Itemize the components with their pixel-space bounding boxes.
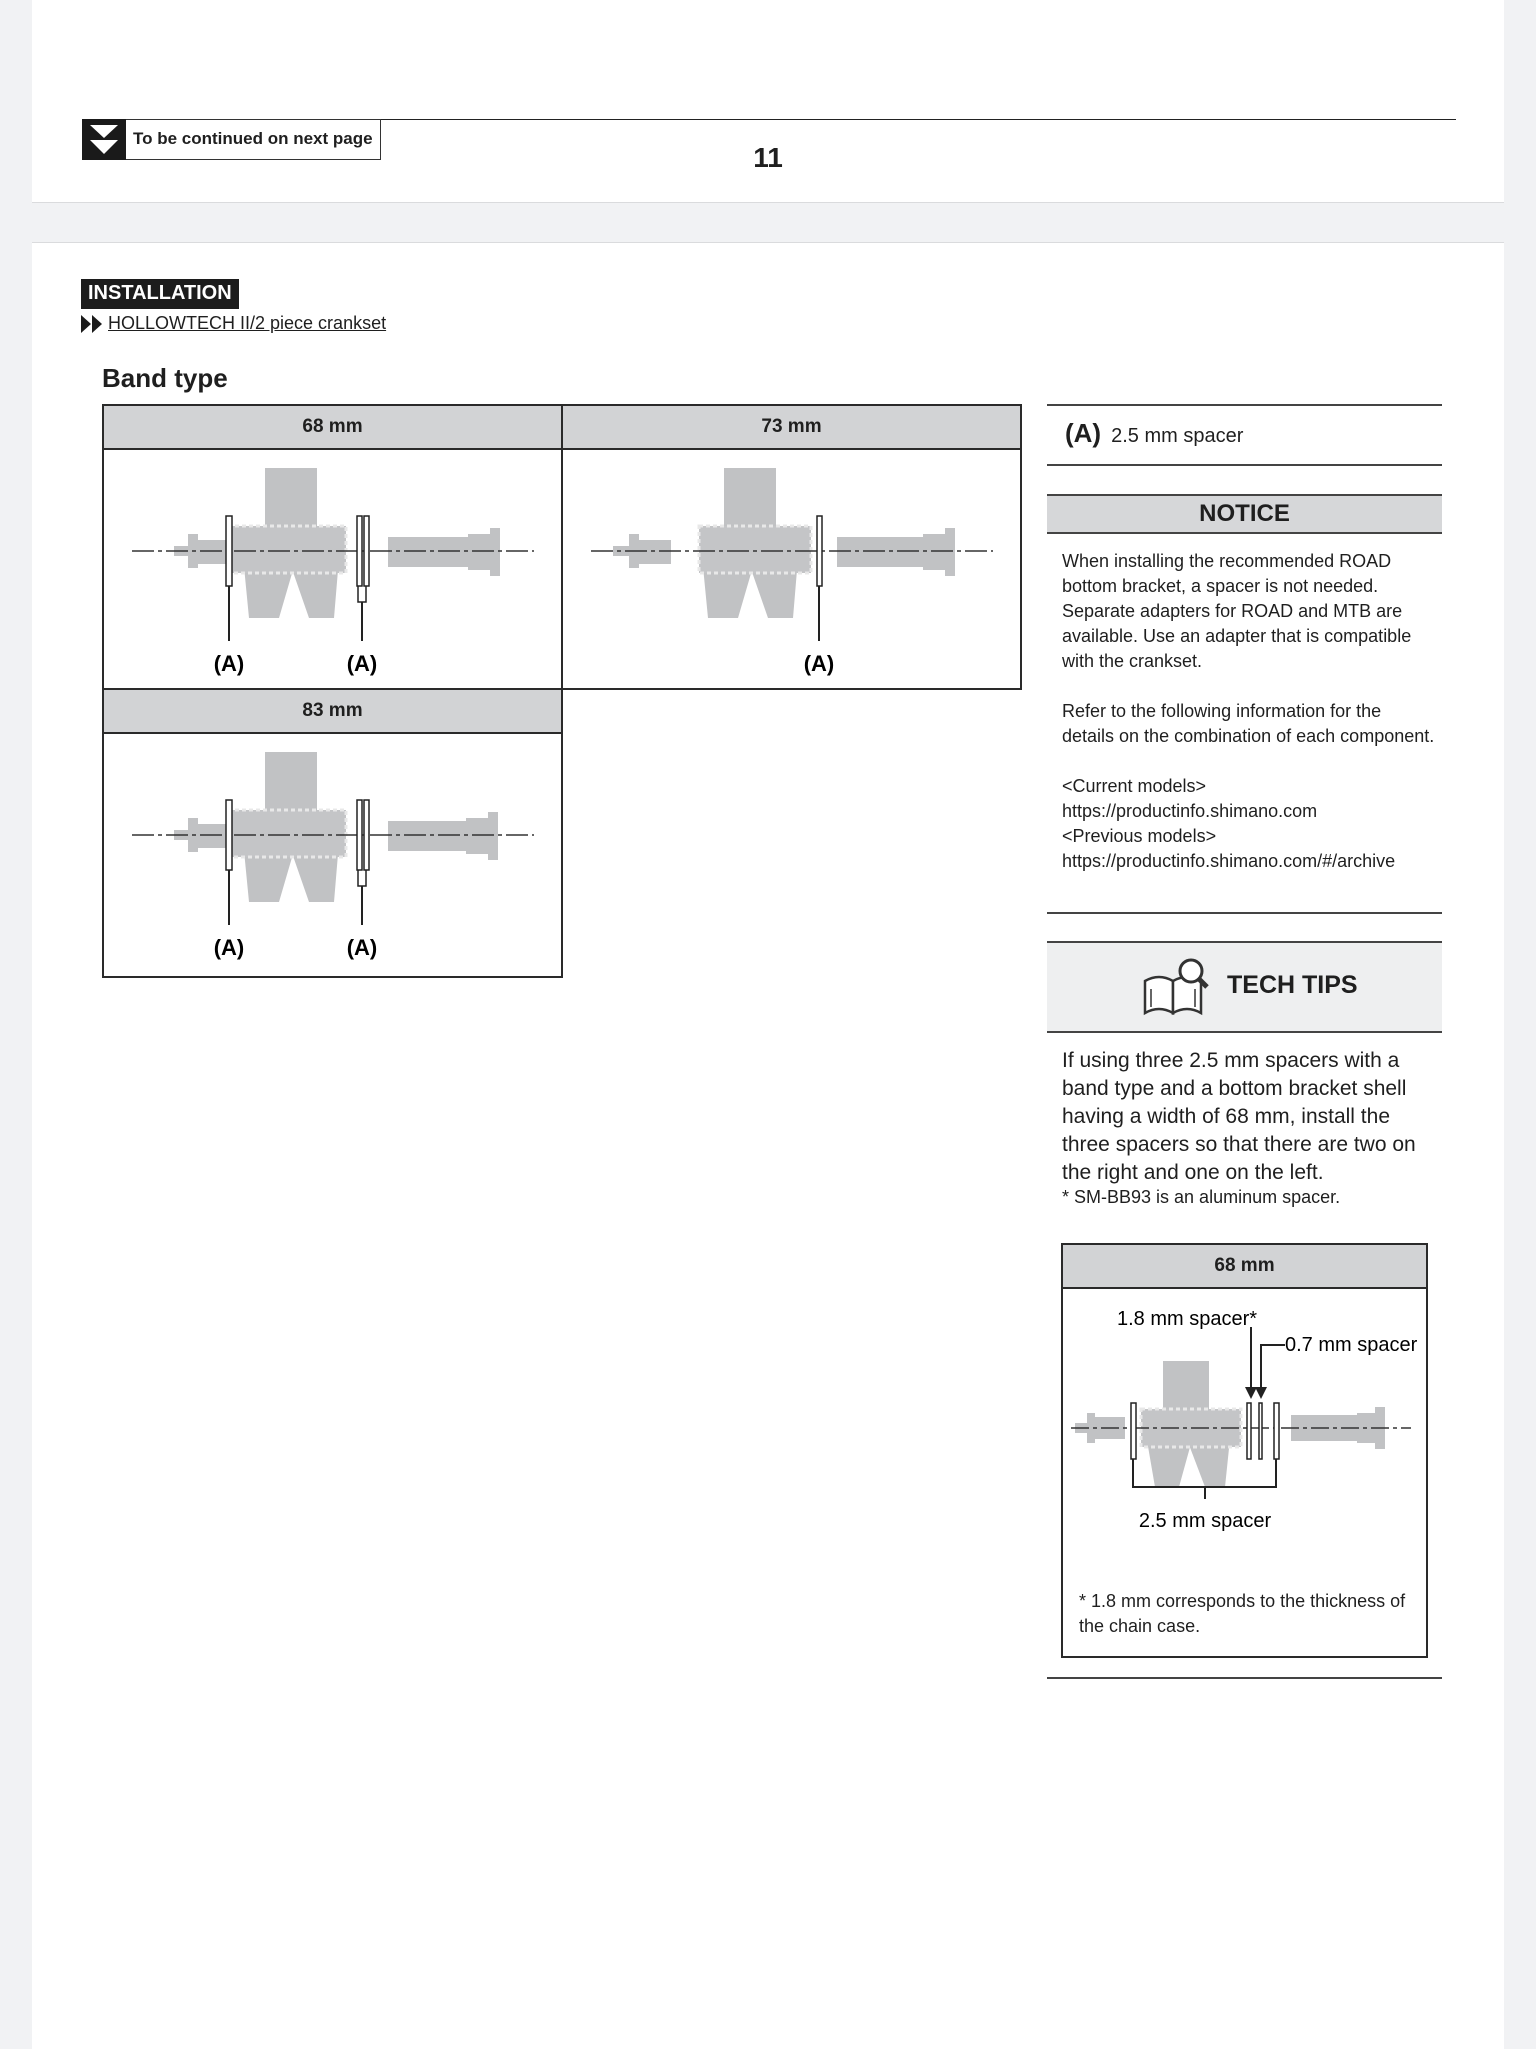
diagram-header: 68 mm [1063, 1245, 1426, 1289]
diagram-header: 68 mm [104, 406, 561, 450]
legend-key: (A) [1065, 418, 1102, 448]
subheading-link[interactable]: HOLLOWTECH II/2 piece crankset [80, 313, 386, 334]
diagram-68mm: 68 mm (A) (A) [102, 404, 563, 690]
legend-value: 2.5 mm spacer [1111, 425, 1244, 447]
bottom-bracket-illustration: (A) (A) [132, 752, 534, 960]
continued-indicator: To be continued on next page [82, 119, 381, 160]
tech-tips-diagram-68mm: 68 mm [1061, 1243, 1428, 1658]
diagram-header: 73 mm [563, 406, 1020, 450]
spacer-label-2-5: 2.5 mm spacer [1139, 1510, 1272, 1532]
page-number: 11 [753, 142, 783, 173]
diagram-83mm: 83 mm (A) (A) [102, 688, 563, 978]
previous-page-footer: To be continued on next page 11 [32, 0, 1504, 203]
tech-tips-title: TECH TIPS [1227, 971, 1358, 999]
notice-paragraph: Refer to the following information for t… [1062, 701, 1435, 746]
manual-page: INSTALLATION HOLLOWTECH II/2 piece crank… [32, 242, 1504, 2049]
callout-label: (A) [347, 935, 378, 960]
tech-tips-note: * SM-BB93 is an aluminum spacer. [1062, 1187, 1341, 1207]
continued-label: To be continued on next page [126, 119, 381, 160]
divider [1047, 464, 1442, 466]
spacer-label-1-8: 1.8 mm spacer* [1117, 1308, 1257, 1330]
bottom-bracket-illustration: (A) (A) [132, 468, 534, 676]
section-title: Band type [102, 363, 228, 393]
divider [1047, 912, 1442, 914]
tech-tips-heading: TECH TIPS [1047, 941, 1442, 1033]
callout-label: (A) [214, 935, 245, 960]
notice-paragraph: When installing the recommended ROAD bot… [1062, 551, 1412, 671]
bottom-bracket-illustration: (A) [591, 468, 993, 676]
notice-body: When installing the recommended ROAD bot… [1062, 549, 1437, 874]
footer-rule [82, 119, 1456, 120]
spacer-arrangement-illustration: 1.8 mm spacer* 0.7 mm spacer 2.5 mm spac… [1071, 1308, 1418, 1532]
diagram-73mm: 73 mm (A) [561, 404, 1022, 690]
divider [1047, 404, 1442, 406]
legend: (A) 2.5 mm spacer [1065, 418, 1243, 449]
callout-label: (A) [214, 651, 245, 676]
tech-tips-footnote: * 1.8 mm corresponds to the thickness of… [1079, 1591, 1406, 1636]
notice-heading: NOTICE [1047, 494, 1442, 534]
double-play-icon [81, 314, 102, 333]
previous-models-label: <Previous models> [1062, 826, 1217, 846]
book-magnifier-icon [1143, 958, 1209, 1016]
callout-label: (A) [804, 651, 835, 676]
tech-tips-body: If using three 2.5 mm spacers with a ban… [1062, 1049, 1416, 1184]
diagram-header: 83 mm [104, 690, 561, 734]
section-tag: INSTALLATION [81, 279, 239, 309]
current-models-label: <Current models> [1062, 776, 1207, 796]
previous-models-url[interactable]: https://productinfo.shimano.com/#/archiv… [1062, 851, 1396, 871]
double-chevron-down-icon [82, 119, 126, 160]
subheading-text: HOLLOWTECH II/2 piece crankset [108, 313, 387, 333]
current-models-url[interactable]: https://productinfo.shimano.com [1062, 801, 1318, 821]
divider [1047, 1677, 1442, 1679]
notice-links: <Current models> https://productinfo.shi… [1062, 774, 1437, 874]
callout-label: (A) [347, 651, 378, 676]
spacer-label-0-7: 0.7 mm spacer [1285, 1334, 1418, 1356]
